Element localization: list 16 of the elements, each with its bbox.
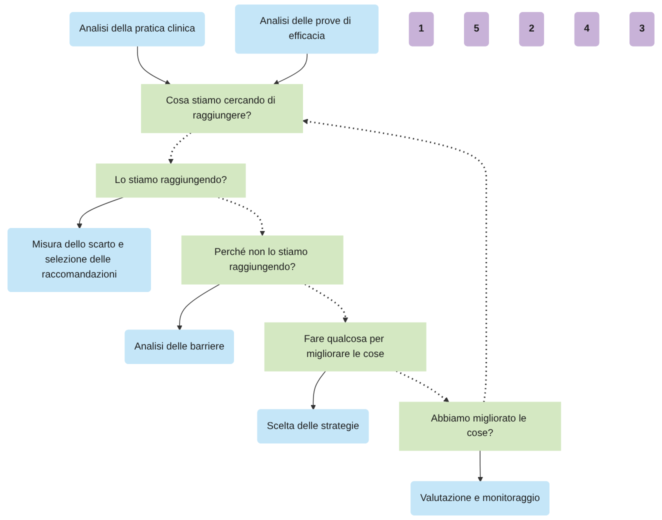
node-box: Perché non lo stiamo raggiungendo?: [181, 236, 344, 284]
arrow: [168, 132, 192, 164]
arrow: [273, 53, 308, 85]
arrow: [137, 46, 171, 85]
arrow: [304, 284, 348, 323]
arrow: [176, 284, 220, 331]
node-box: Lo stiamo raggiungendo?: [96, 164, 246, 198]
node-box: Cosa stiamo cercando di raggiungere?: [141, 84, 303, 134]
arrow: [310, 370, 326, 410]
node-box: Fare qualcosa per migliorare le cose: [264, 322, 426, 372]
arrow: [478, 450, 484, 482]
arrow: [396, 370, 450, 402]
arrow: [76, 196, 124, 229]
arrow: [302, 118, 488, 402]
node-box: Abbiamo migliorato le cose?: [399, 402, 562, 451]
arrow: [218, 196, 266, 236]
